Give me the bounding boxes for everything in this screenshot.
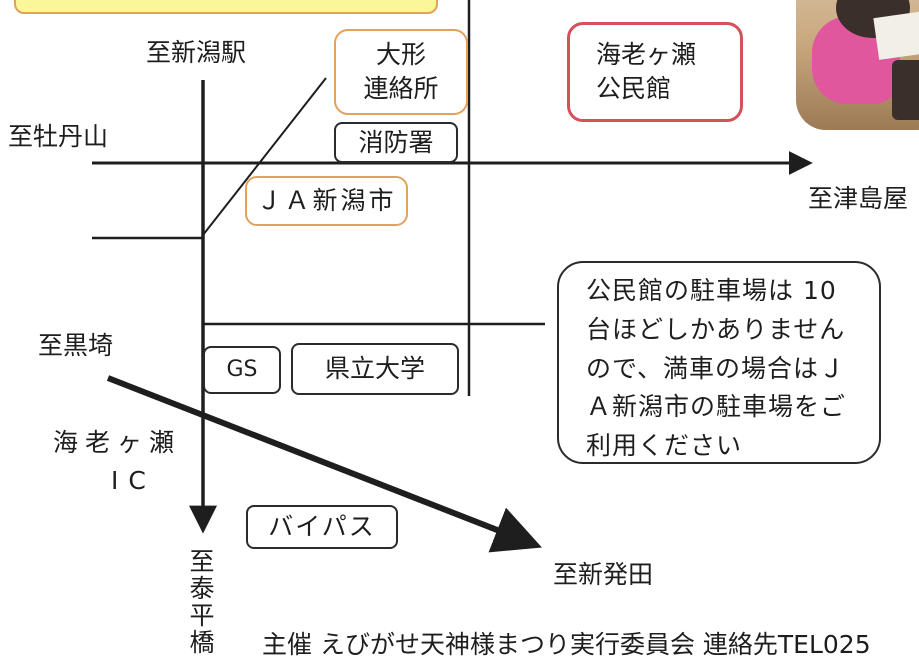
bypass-label-box: バイパス (246, 505, 398, 549)
title-banner (14, 0, 438, 14)
label-to-botanyama: 至牡丹山 (8, 122, 109, 151)
label-to-kurosaki: 至黒埼 (38, 331, 114, 360)
prefectural-university-box: 県立大学 (291, 343, 459, 395)
road-diagonal (202, 77, 327, 236)
label-to-niigata-station: 至新潟駅 (146, 38, 247, 67)
label-interchange-ic: IC (111, 466, 156, 495)
road-bypass (106, 375, 542, 553)
gas-station-box: GS (203, 346, 281, 394)
notice-line: 利用ください (586, 431, 743, 460)
notice-line: Ａ新潟市の駐車場をご (586, 392, 847, 422)
notice-line: ので、満車の場合はＪ (586, 353, 846, 383)
organizer-footer: 主催 えびがせ天神様まつり実行委員会 連絡先TEL025 (262, 630, 871, 659)
label-interchange: 海老ヶ瀬 (53, 428, 182, 457)
label-to-tsushimaya: 至津島屋 (808, 184, 909, 213)
ohgata-office-box: 大形 連絡所 (334, 29, 468, 115)
notice-line: 台ほどしかありません (586, 314, 846, 344)
parking-notice: 公民館の駐車場は 10 台ほどしかありません ので、満車の場合はＪ Ａ新潟市の駐… (557, 261, 881, 464)
child-photo (796, 0, 919, 130)
label-to-taiheibashi: 至 泰 平 橋 (189, 547, 215, 657)
fire-station-box: 消防署 (334, 122, 458, 163)
ebigase-community-hall-box: 海老ヶ瀬 公民館 (567, 22, 743, 122)
notice-line: 公民館の駐車場は 10 (586, 276, 837, 305)
ja-niigata-box: ＪＡ新潟市 (245, 176, 408, 226)
label-to-shinhatta: 至新発田 (553, 560, 654, 589)
